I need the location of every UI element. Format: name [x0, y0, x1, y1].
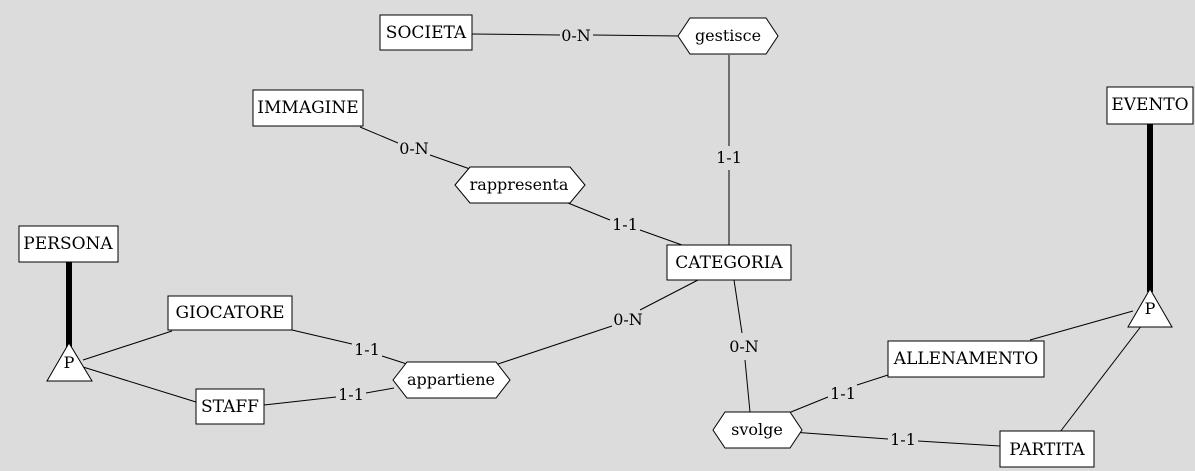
line-immagine-rappresenta-2: [429, 154, 471, 170]
line-svolge-partita-2: [917, 440, 1001, 447]
entity-giocatore-box: [167, 295, 293, 331]
entity-persona-label: PERSONA: [23, 234, 113, 254]
relationship-appartiene[interactable]: appartiene: [392, 361, 511, 399]
entity-evento-box: [1106, 86, 1194, 125]
cardinality-categoria-svolge: 0-N: [729, 337, 759, 356]
entity-categoria-box: [666, 244, 792, 281]
cardinality-societa-gestisce: 0-N: [561, 26, 591, 45]
line-rappresenta-categoria: [567, 202, 611, 221]
entity-evento[interactable]: EVENTO: [1106, 86, 1194, 125]
line-svolge-allenamento-2: [856, 374, 889, 386]
line-rappresenta-categoria-2: [639, 229, 683, 246]
entity-immagine-box: [252, 89, 364, 127]
cardinality-partita-svolge: 1-1: [890, 430, 916, 449]
persona-generalization-triangle: [46, 342, 93, 382]
cardinality-staff-appartiene: 1-1: [338, 385, 364, 404]
cardinality-allenamento-svolge: 1-1: [830, 384, 856, 403]
relationship-rappresenta-shape: [454, 166, 586, 204]
evento-generalization-label: P: [1145, 299, 1156, 318]
entity-allenamento-box: [887, 340, 1045, 378]
line-staff-appartiene: [263, 396, 337, 406]
entity-staff-label: STAFF: [201, 397, 259, 417]
relationship-svolge[interactable]: svolge: [712, 411, 803, 449]
entity-allenamento[interactable]: ALLENAMENTO: [887, 340, 1045, 378]
line-categoria-svolge-2: [744, 359, 751, 413]
relationship-gestisce-shape: [677, 17, 779, 55]
line-allenamento-evento-gen: [1029, 310, 1134, 341]
entity-persona[interactable]: PERSONA: [18, 225, 119, 263]
entity-societa-label: SOCIETA: [386, 23, 467, 43]
line-partita-evento-gen: [1059, 324, 1143, 433]
line-svolge-allenamento: [785, 396, 829, 415]
entity-staff-box: [195, 388, 265, 425]
cardinality-categoria-gestisce: 1-1: [716, 148, 742, 167]
entity-partita[interactable]: PARTITA: [999, 430, 1095, 468]
relationship-rappresenta-label: rappresenta: [470, 175, 569, 194]
entity-categoria-label: CATEGORIA: [675, 253, 783, 273]
relationship-gestisce[interactable]: gestisce: [677, 17, 779, 55]
line-svolge-partita: [791, 431, 889, 440]
entity-immagine-label: IMMAGINE: [257, 98, 358, 118]
entity-giocatore-label: GIOCATORE: [175, 303, 284, 323]
entity-allenamento-label: ALLENAMENTO: [893, 349, 1038, 369]
persona-generalization-label: P: [64, 353, 75, 372]
line-appartiene-categoria-2: [639, 279, 699, 311]
relationship-appartiene-label: appartiene: [407, 370, 495, 389]
entity-giocatore[interactable]: GIOCATORE: [167, 295, 293, 331]
line-staff-persona-gen: [82, 366, 197, 403]
line-staff-appartiene-2: [365, 387, 395, 394]
line-societa-gestisce-2: [592, 34, 681, 37]
relationship-svolge-label: svolge: [731, 420, 783, 439]
cardinality-giocatore-appartiene: 1-1: [354, 340, 380, 359]
relationship-gestisce-label: gestisce: [695, 26, 761, 45]
entity-evento-label: EVENTO: [1111, 95, 1188, 115]
relationship-svolge-shape: [712, 411, 803, 449]
entity-persona-box: [18, 225, 119, 263]
line-categoria-svolge: [733, 279, 743, 334]
cardinality-categoria-appartiene: 0-N: [613, 310, 643, 329]
entity-immagine[interactable]: IMMAGINE: [252, 89, 364, 127]
entity-partita-label: PARTITA: [1009, 440, 1085, 460]
line-immagine-rappresenta: [359, 126, 399, 144]
entity-partita-box: [999, 430, 1095, 468]
entity-categoria[interactable]: CATEGORIA: [666, 244, 792, 281]
relationship-appartiene-shape: [392, 361, 511, 399]
line-giocatore-appartiene: [291, 329, 353, 345]
evento-generalization: P: [1127, 288, 1173, 328]
connectors: [82, 33, 1143, 447]
relationship-rappresenta[interactable]: rappresenta: [454, 166, 586, 204]
entity-staff[interactable]: STAFF: [195, 388, 265, 425]
cardinality-categoria-rappresenta: 1-1: [612, 215, 638, 234]
cardinality-immagine-rappresenta: 0-N: [399, 139, 429, 158]
line-giocatore-persona-gen: [82, 330, 173, 361]
entity-societa[interactable]: SOCIETA: [379, 14, 473, 51]
evento-generalization-triangle: [1127, 288, 1173, 328]
entity-societa-box: [379, 14, 473, 51]
line-societa-gestisce: [471, 33, 561, 36]
line-appartiene-categoria: [497, 325, 613, 365]
persona-generalization: P: [46, 342, 93, 382]
